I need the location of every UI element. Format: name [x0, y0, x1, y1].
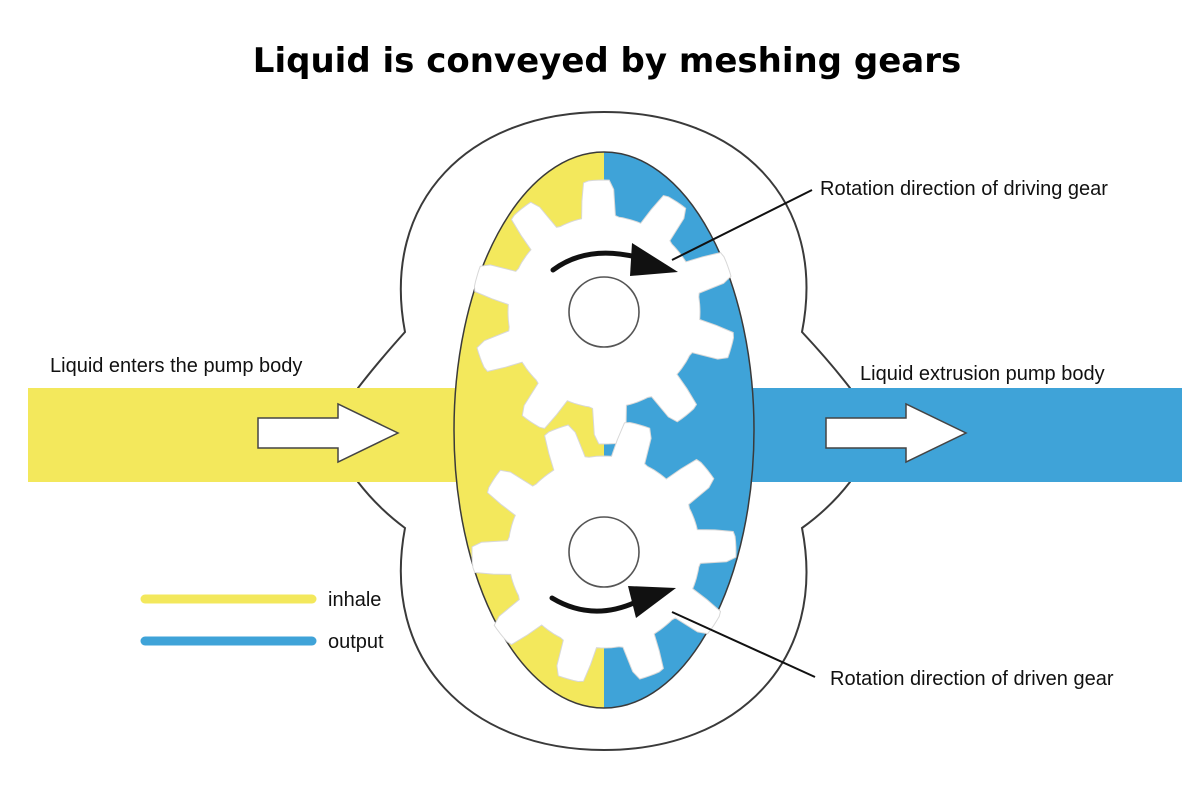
outlet-label: Liquid extrusion pump body: [860, 363, 1105, 385]
legend-inhale-label: inhale: [328, 589, 381, 611]
driving-gear-label: Rotation direction of driving gear: [820, 178, 1108, 200]
diagram-title: Liquid is conveyed by meshing gears: [253, 41, 961, 81]
chamber-outline: [453, 151, 755, 709]
driven-pointer-line: [671, 611, 816, 678]
driven-rotation-arrow: [549, 586, 676, 618]
outlet-flow-arrow: [825, 402, 968, 464]
inlet-label: Liquid enters the pump body: [50, 355, 302, 377]
driving-pointer-line: [671, 189, 813, 261]
legend-output-label: output: [328, 631, 384, 653]
driven-gear-label: Rotation direction of driven gear: [830, 668, 1114, 690]
driven-gear-hub: [568, 516, 640, 588]
legend: inhale output: [140, 589, 384, 653]
inlet-flow-arrow: [257, 402, 400, 464]
driving-gear-hub: [568, 276, 640, 348]
driving-rotation-arrow: [550, 243, 678, 276]
